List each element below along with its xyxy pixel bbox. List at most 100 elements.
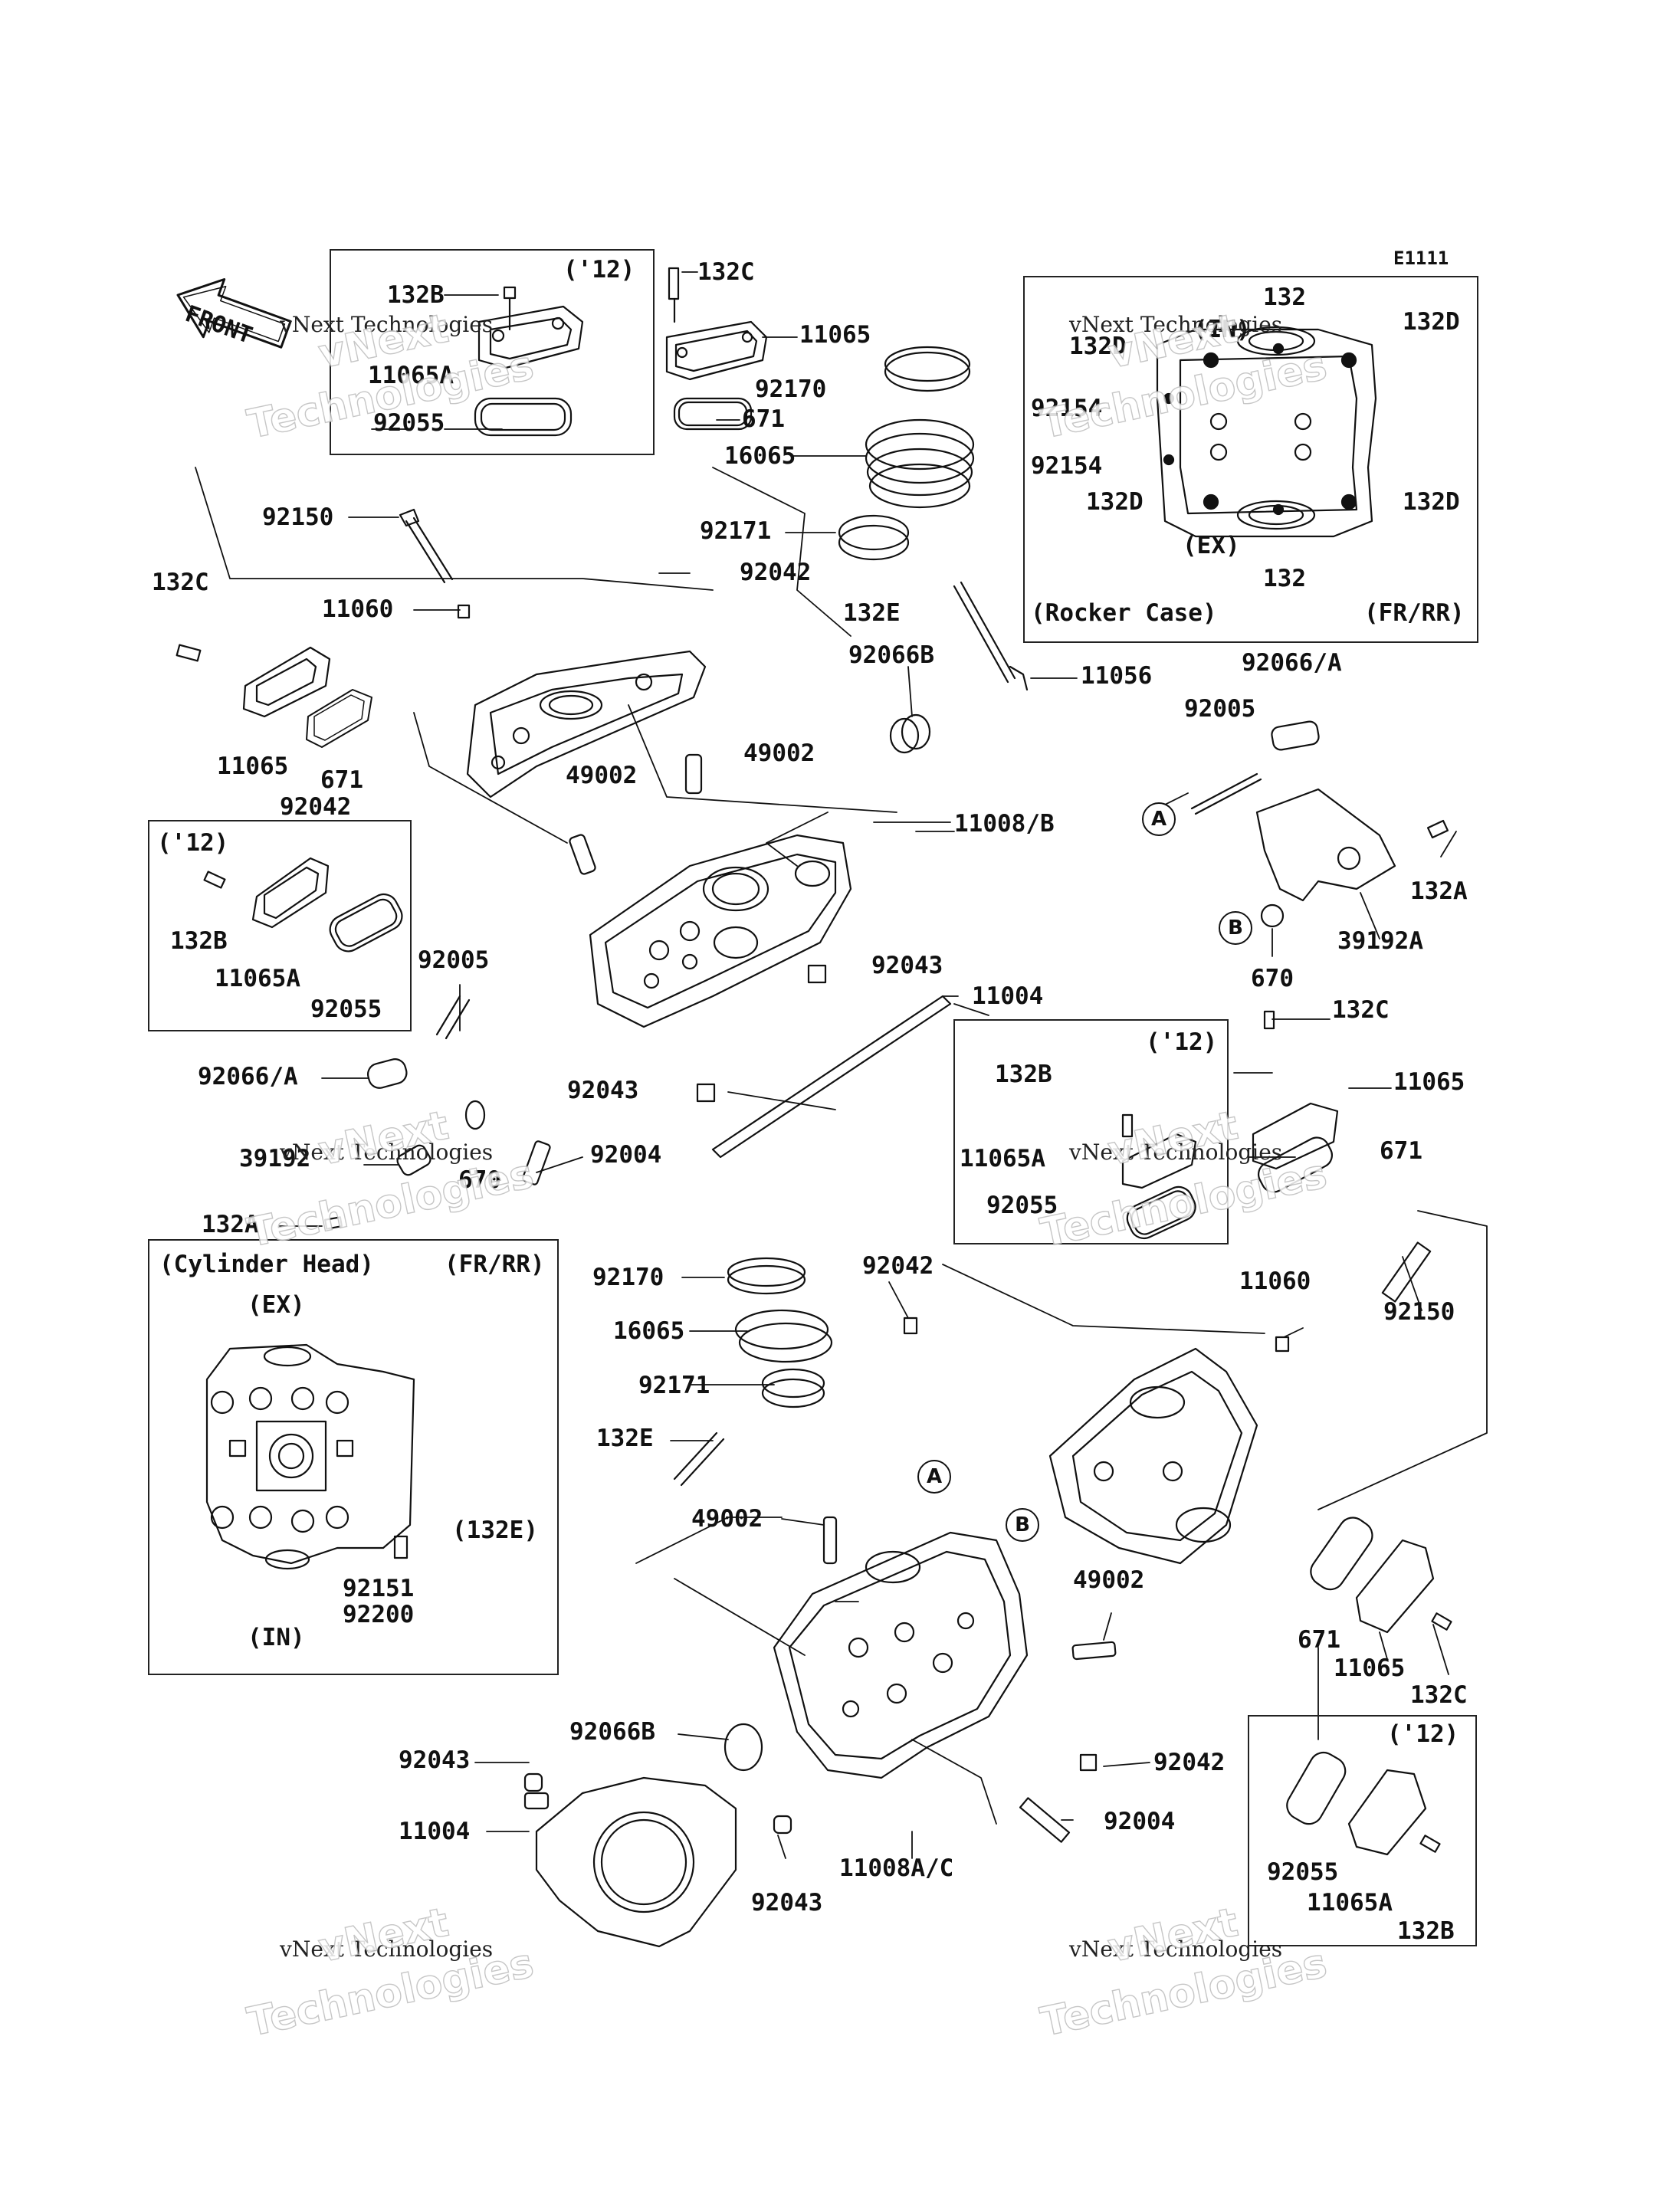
part-label: 92171 <box>638 1372 710 1399</box>
cylinder-head-label: 92151 <box>343 1575 415 1602</box>
part-label: 11065A <box>215 965 300 992</box>
cylinder-head-upper <box>569 753 852 1028</box>
cap-92066b-top <box>889 713 931 754</box>
part-label: 39192 <box>239 1145 311 1172</box>
cover-11065-left <box>176 644 372 748</box>
year-label-lower-right: ('12) <box>1387 1720 1459 1748</box>
cylinder-head-title: (Cylinder Head) <box>159 1251 374 1278</box>
water-fitting-right <box>1190 720 1449 928</box>
part-label: 92043 <box>567 1077 639 1104</box>
part-label: 92055 <box>310 995 382 1023</box>
watermark-text: vNext Technologies <box>1069 312 1283 337</box>
watermark-top-left: vNext Technologies <box>280 314 493 336</box>
part-label: 92066B <box>848 641 934 669</box>
watermark-text: vNext Technologies <box>280 312 494 337</box>
part-label: 11065 <box>1334 1654 1406 1682</box>
part-label: 92171 <box>700 517 772 545</box>
callout-b-right: B <box>1219 911 1252 945</box>
part-label: 671 <box>1380 1137 1422 1165</box>
part-label: 132C <box>1332 996 1390 1024</box>
part-label: 11065 <box>799 321 871 349</box>
cylinder-head-ex-label: (EX) <box>248 1291 305 1319</box>
part-label: 132B <box>170 927 228 955</box>
watermark-mid-left: vNext Technologies <box>280 1142 493 1163</box>
part-label: 11008/B <box>954 810 1055 838</box>
part-label: 132A <box>202 1211 259 1238</box>
callout-a-right: A <box>1142 802 1176 836</box>
watermark-text: vNext Technologies <box>280 1936 494 1962</box>
part-label: 11065A <box>368 362 454 389</box>
part-label: 92042 <box>862 1252 934 1280</box>
part-label: 92043 <box>399 1746 471 1774</box>
rocker-case-lower <box>1048 1241 1432 1565</box>
rocker-case-label: 132 <box>1263 565 1306 592</box>
left-pin-pieces <box>324 995 551 1230</box>
part-label: 16065 <box>613 1317 685 1345</box>
rocker-case-title: (Rocker Case) <box>1031 599 1217 627</box>
part-label: 16065 <box>724 442 796 470</box>
rocker-case-label: 92154 <box>1031 395 1103 422</box>
part-label: 92066B <box>569 1718 655 1746</box>
cylinder-head-suffix: (FR/RR) <box>445 1251 545 1278</box>
top-left-gasket-drawing <box>474 286 584 437</box>
callout-b-lower: B <box>1006 1508 1039 1542</box>
intake-holder-lower <box>673 1257 918 1487</box>
part-label: 11065A <box>960 1145 1045 1172</box>
part-label: 132C <box>697 258 755 286</box>
part-label: 92066/A <box>1242 649 1342 677</box>
part-label: 92005 <box>1184 695 1256 723</box>
inset-box-rocker-case <box>1023 276 1478 643</box>
part-label: 92055 <box>373 409 445 437</box>
part-label: 11060 <box>322 595 394 623</box>
inset-12-left-drawing <box>203 857 403 953</box>
gasket-11004-top <box>696 964 952 1159</box>
cylinder-head-in-label: (IN) <box>248 1624 305 1651</box>
front-arrow-icon <box>176 278 292 349</box>
intake-holder-top <box>838 346 975 561</box>
part-label: 11065A <box>1307 1889 1393 1917</box>
part-label: 671 <box>742 405 785 433</box>
part-label: 49002 <box>566 762 638 789</box>
cylinder-head-label: (132E) <box>452 1517 538 1544</box>
part-label: 11065 <box>1393 1068 1465 1096</box>
cover-11065-top <box>665 267 768 431</box>
part-label: 132B <box>387 281 445 309</box>
part-label: 92004 <box>590 1141 662 1169</box>
inset-box-cylinder-head <box>148 1239 559 1675</box>
part-label: 11004 <box>972 982 1044 1010</box>
part-label: 92055 <box>1267 1858 1339 1886</box>
cylinder-head-inset-drawing <box>205 1343 415 1570</box>
part-label: 132E <box>843 599 901 627</box>
part-label: 11008A/C <box>839 1854 954 1882</box>
rocker-case-suffix: (FR/RR) <box>1364 599 1465 627</box>
inset-box-top-left <box>330 249 655 455</box>
cylinder-head-lower <box>724 1516 1117 1843</box>
part-label: 92043 <box>751 1889 823 1917</box>
rocker-case-label: 132D <box>1069 333 1127 360</box>
part-label: 11065 <box>217 753 289 780</box>
part-label: 671 <box>1298 1626 1340 1654</box>
part-label: 132B <box>1397 1917 1455 1945</box>
watermark-bottom-left: vNext Technologies <box>280 1939 493 1960</box>
part-label: 92066/A <box>198 1063 298 1090</box>
part-label: 49002 <box>743 739 815 767</box>
part-label: 92042 <box>1153 1749 1226 1776</box>
rocker-case-label: 132D <box>1403 308 1460 336</box>
part-label: 92005 <box>418 946 490 974</box>
bolt-132e-top <box>953 581 1029 691</box>
part-label: 132A <box>1410 877 1468 905</box>
inset-box-left-12 <box>148 820 412 1031</box>
part-label: 671 <box>320 766 363 794</box>
year-label-left: ('12) <box>157 829 229 857</box>
rocker-case-in-label: (IN) <box>1193 316 1251 343</box>
rocker-case-label: 92154 <box>1031 452 1103 480</box>
inset-box-lower-right-12 <box>1248 1715 1477 1946</box>
year-label-right: ('12) <box>1146 1028 1218 1056</box>
callout-a-lower: A <box>917 1460 951 1494</box>
part-label: 132B <box>995 1061 1052 1088</box>
part-label: 39192A <box>1337 927 1423 955</box>
diagram-code: E1111 <box>1393 248 1449 269</box>
inset-12-right-drawing <box>1121 1113 1197 1240</box>
part-label: 11056 <box>1081 662 1153 690</box>
